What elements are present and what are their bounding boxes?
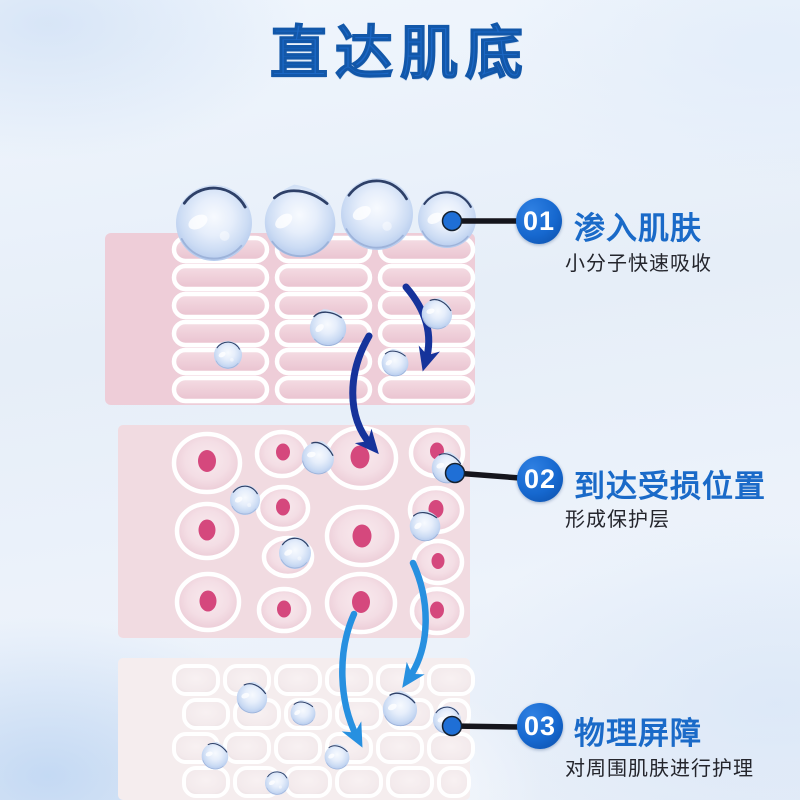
callout-connectors	[441, 210, 523, 737]
connector-line	[449, 723, 523, 730]
down-arrow-icon	[339, 610, 363, 748]
water-droplet-icon	[230, 485, 260, 515]
connector-dot	[441, 210, 463, 232]
step-03-subtitle: 对周围肌肤进行护理	[565, 758, 754, 780]
down-arrow-icon	[402, 559, 429, 688]
step-03-title: 物理屏障	[574, 716, 702, 751]
skin-layer-top	[105, 233, 476, 405]
water-droplet-icon	[214, 341, 242, 369]
connector-line	[452, 470, 523, 481]
step-03-badge: 03	[517, 703, 563, 749]
page-title: 直达肌底	[269, 20, 530, 86]
step-01-badge: 01	[516, 198, 562, 244]
skin-layer-middle	[118, 425, 470, 638]
step-02-subtitle: 形成保护层	[565, 509, 670, 531]
step-02-title: 到达受损位置	[574, 469, 766, 504]
connector-dot	[441, 715, 463, 737]
step-02-badge: 02	[517, 456, 563, 502]
step-01-subtitle: 小分子快速吸收	[565, 253, 712, 275]
step-01-title: 渗入肌肤	[574, 211, 702, 246]
skin-layer-bottom	[118, 658, 475, 800]
water-droplet-icon	[265, 771, 289, 795]
water-droplet-icon	[176, 185, 252, 261]
connector-dot	[444, 462, 466, 484]
water-droplet-icon	[341, 178, 413, 250]
water-droplet-icon	[279, 537, 311, 569]
down-arrow-icon	[349, 332, 379, 455]
